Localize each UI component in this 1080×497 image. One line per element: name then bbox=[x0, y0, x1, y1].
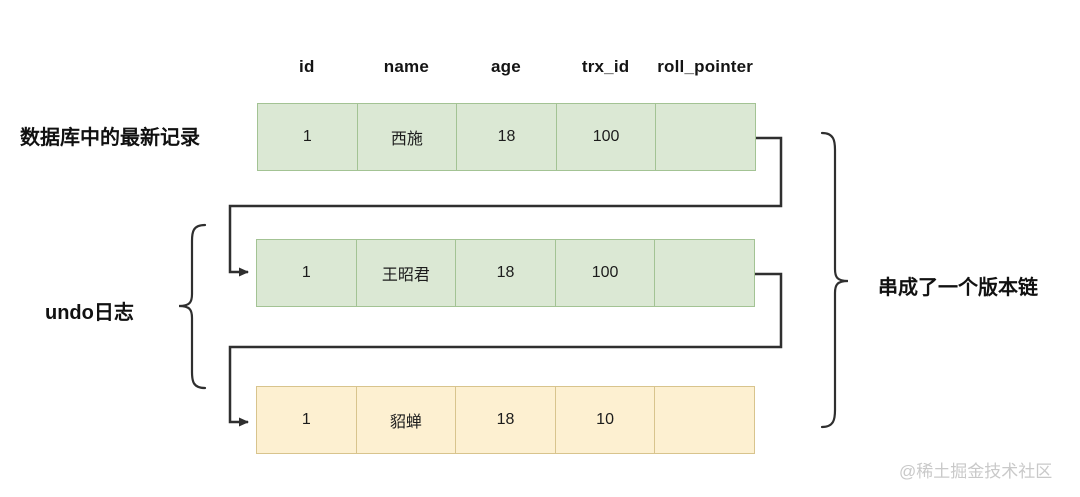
version-chain-right-brace bbox=[820, 131, 849, 429]
cell-id: 1 bbox=[258, 104, 358, 170]
record-row-undo-2: 1 貂蝉 18 10 bbox=[256, 386, 755, 454]
cell-trx-id: 100 bbox=[556, 240, 656, 306]
cell-name: 王昭君 bbox=[357, 240, 457, 306]
column-header-trx-id: trx_id bbox=[581, 57, 630, 76]
cell-roll-pointer bbox=[655, 387, 754, 453]
cell-roll-pointer bbox=[656, 104, 755, 170]
record-row-latest: 1 西施 18 100 bbox=[257, 103, 756, 171]
cell-trx-id: 100 bbox=[557, 104, 657, 170]
label-version-chain: 串成了一个版本链 bbox=[878, 277, 1038, 299]
cell-id: 1 bbox=[257, 240, 357, 306]
column-headers: id name age trx_id roll_pointer bbox=[257, 52, 755, 82]
column-header-age: age bbox=[491, 57, 521, 76]
cell-id: 1 bbox=[257, 387, 357, 453]
cell-roll-pointer bbox=[655, 240, 754, 306]
column-header-roll-pointer: roll_pointer bbox=[657, 57, 754, 76]
cell-age: 18 bbox=[456, 240, 556, 306]
column-header-name: name bbox=[383, 57, 429, 76]
record-row-undo-1: 1 王昭君 18 100 bbox=[256, 239, 755, 307]
cell-name: 貂蝉 bbox=[357, 387, 457, 453]
cell-age: 18 bbox=[456, 387, 556, 453]
label-latest-record: 数据库中的最新记录 bbox=[20, 127, 200, 149]
cell-name: 西施 bbox=[358, 104, 458, 170]
label-undo-log: undo日志 bbox=[45, 302, 134, 324]
watermark-juejin-community: @稀土掘金技术社区 bbox=[899, 462, 1053, 481]
column-header-id: id bbox=[299, 57, 315, 76]
undo-log-left-brace bbox=[178, 223, 207, 390]
cell-trx-id: 10 bbox=[556, 387, 656, 453]
cell-age: 18 bbox=[457, 104, 557, 170]
